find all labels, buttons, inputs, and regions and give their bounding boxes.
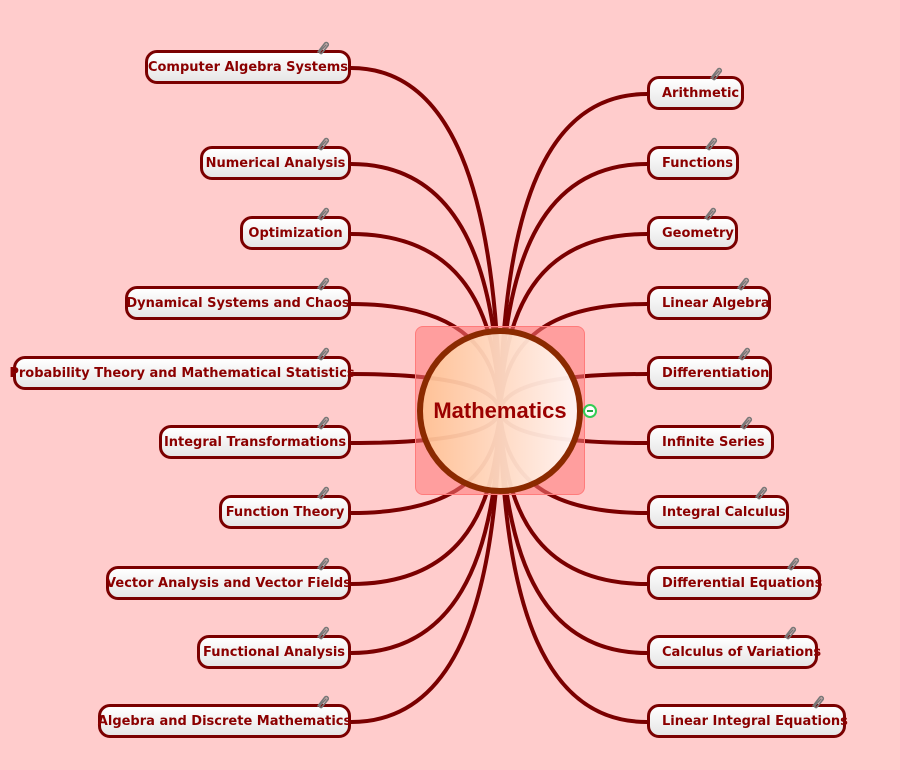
topic-node[interactable]: Integral Calculus [647,486,789,529]
paperclip-icon[interactable] [314,484,330,500]
topic-label: Algebra and Discrete Mathematics [97,713,352,729]
topic-node[interactable]: Geometry [647,207,738,250]
topic-label: Dynamical Systems and Chaos [126,295,350,311]
paperclip-icon[interactable] [809,693,825,709]
topic-label: Arithmetic [662,85,740,101]
central-topic-label: Mathematics [433,398,567,423]
paperclip-icon[interactable] [314,135,330,151]
topic-label: Differentiation [662,365,770,381]
topic-label: Functions [662,155,734,171]
topic-node[interactable]: Integral Transformations [159,416,351,459]
topic-node[interactable]: Algebra and Discrete Mathematics [97,695,352,738]
topic-label: Infinite Series [662,434,765,450]
paperclip-icon[interactable] [314,39,330,55]
paperclip-icon[interactable] [314,555,330,571]
topic-node[interactable]: Linear Algebra [647,277,771,320]
topic-node[interactable]: Linear Integral Equations [647,695,848,738]
paperclip-icon[interactable] [735,345,751,361]
paperclip-icon[interactable] [701,205,717,221]
topic-node[interactable]: Computer Algebra Systems [145,41,351,84]
paperclip-icon[interactable] [702,135,718,151]
paperclip-icon[interactable] [314,624,330,640]
collapse-minus-icon[interactable] [583,404,597,418]
paperclip-icon[interactable] [314,414,330,430]
topic-label: Computer Algebra Systems [147,59,349,75]
topic-label: Function Theory [225,504,345,520]
topic-node[interactable]: Functions [647,137,739,180]
topic-label: Integral Transformations [163,434,347,450]
topic-label: Probability Theory and Mathematical Stat… [9,365,355,381]
topic-node[interactable]: Optimization [240,207,351,250]
connector-line [350,66,502,412]
paperclip-icon[interactable] [314,205,330,221]
topic-label: Differential Equations [662,575,823,591]
topic-node[interactable]: Dynamical Systems and Chaos [125,277,351,320]
paperclip-icon[interactable] [781,624,797,640]
topic-node[interactable]: Differentiation [647,347,772,390]
paperclip-icon[interactable] [784,555,800,571]
topic-node[interactable]: Calculus of Variations [647,626,822,669]
topic-node[interactable]: Arithmetic [647,67,744,110]
topic-label: Vector Analysis and Vector Fields [106,575,351,591]
topic-node[interactable]: Numerical Analysis [200,137,351,180]
topic-node[interactable]: Function Theory [219,486,351,529]
paperclip-icon[interactable] [707,65,723,81]
paperclip-icon[interactable] [752,484,768,500]
topic-node[interactable]: Infinite Series [647,416,774,459]
topic-node[interactable]: Vector Analysis and Vector Fields [106,557,351,600]
topic-label: Numerical Analysis [205,155,346,171]
topic-node[interactable]: Functional Analysis [197,626,351,669]
paperclip-icon[interactable] [314,345,330,361]
paperclip-icon[interactable] [737,414,753,430]
topic-label: Geometry [662,225,734,241]
topic-label: Linear Integral Equations [662,713,848,729]
central-topic[interactable]: Mathematics [417,328,583,494]
paperclip-icon[interactable] [314,693,330,709]
topic-label: Calculus of Variations [662,644,822,660]
topic-label: Optimization [248,225,343,241]
paperclip-icon[interactable] [734,275,750,291]
topic-node[interactable]: Differential Equations [647,557,823,600]
topic-node[interactable]: Probability Theory and Mathematical Stat… [9,347,355,390]
paperclip-icon[interactable] [314,275,330,291]
topic-label: Integral Calculus [662,504,786,520]
topic-label: Functional Analysis [203,644,346,660]
topic-label: Linear Algebra [662,295,770,311]
